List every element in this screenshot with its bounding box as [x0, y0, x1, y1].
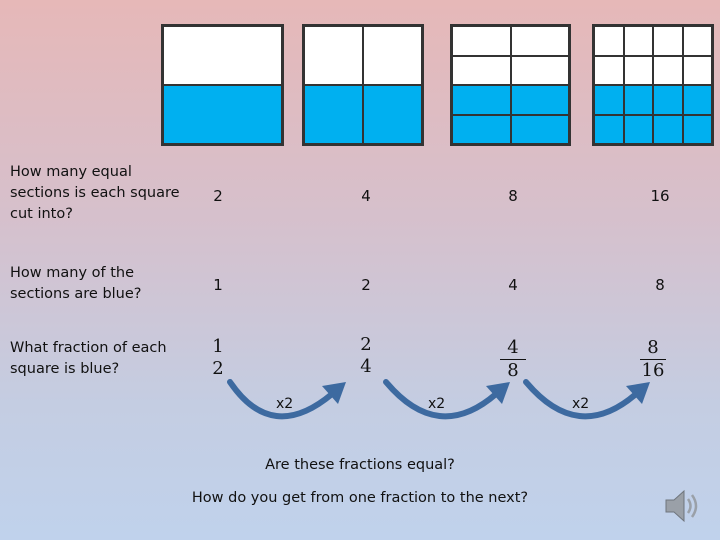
- square-section: [510, 26, 569, 56]
- blue-value: 8: [655, 276, 665, 294]
- multiplier-label: x2: [276, 396, 294, 412]
- square-section: [623, 55, 653, 85]
- square-section-blue: [623, 114, 653, 144]
- square-section: [653, 55, 683, 85]
- blue-value: 2: [361, 276, 371, 294]
- square-section-blue: [363, 85, 422, 144]
- square-section: [452, 26, 511, 56]
- fraction-one-half: 1 2: [198, 336, 238, 380]
- curved-arrow-icon: [523, 379, 650, 420]
- square-section-blue: [452, 85, 511, 115]
- fraction-denominator: 2: [212, 358, 224, 379]
- square-section: [510, 55, 569, 85]
- square-section-blue: [653, 114, 683, 144]
- sections-value: 16: [650, 187, 670, 205]
- square-section: [304, 26, 363, 85]
- fraction-eight-sixteenths: 8 16: [633, 337, 673, 382]
- question-fraction: What fraction of each square is blue?: [10, 340, 167, 377]
- square-section-blue: [452, 114, 511, 144]
- fraction-denominator: 16: [640, 359, 666, 381]
- square-section-blue: [653, 85, 683, 115]
- curved-arrow-icon: [383, 379, 510, 420]
- fraction-numerator: 8: [647, 337, 659, 358]
- question-blue-count: How many of the sections are blue?: [10, 265, 142, 302]
- square-section-blue: [510, 114, 569, 144]
- square-section: [653, 26, 683, 56]
- square-section: [623, 26, 653, 56]
- square-section-blue: [163, 85, 282, 144]
- square-sixteenths: [592, 24, 714, 146]
- fraction-two-quarters: 2 4: [346, 334, 386, 378]
- square-eighths: [450, 24, 571, 146]
- fraction-numerator: 1: [212, 336, 224, 357]
- blue-value: 1: [213, 276, 223, 294]
- square-section-blue: [510, 85, 569, 115]
- prompt-equal-question: Are these fractions equal?: [265, 457, 455, 473]
- square-section-blue: [623, 85, 653, 115]
- square-section-blue: [682, 114, 712, 144]
- square-section: [682, 26, 712, 56]
- square-section: [594, 55, 624, 85]
- square-halves: [161, 24, 284, 146]
- fraction-numerator: 2: [360, 334, 372, 355]
- multiplier-label: x2: [428, 396, 446, 412]
- sections-value: 4: [361, 187, 371, 205]
- prompt-next-question: How do you get from one fraction to the …: [191, 490, 529, 506]
- square-section: [682, 55, 712, 85]
- square-section: [594, 26, 624, 56]
- question-sections-count: How many equal sections is each square c…: [10, 164, 180, 222]
- curved-arrow-icon: [227, 379, 346, 420]
- fraction-four-eighths: 4 8: [493, 337, 533, 382]
- multiplier-label: x2: [572, 396, 590, 412]
- sections-value: 8: [508, 187, 518, 205]
- square-section: [163, 26, 282, 85]
- square-quarters: [302, 24, 424, 146]
- fraction-denominator: 8: [500, 359, 526, 382]
- square-section-blue: [682, 85, 712, 115]
- sections-value: 2: [213, 187, 223, 205]
- speaker-icon[interactable]: [662, 486, 702, 526]
- square-section-blue: [594, 114, 624, 144]
- blue-value: 4: [508, 276, 518, 294]
- fraction-denominator: 4: [360, 356, 372, 377]
- square-section: [452, 55, 511, 85]
- fraction-numerator: 4: [507, 337, 519, 358]
- square-section: [363, 26, 422, 85]
- square-section-blue: [304, 85, 363, 144]
- square-section-blue: [594, 85, 624, 115]
